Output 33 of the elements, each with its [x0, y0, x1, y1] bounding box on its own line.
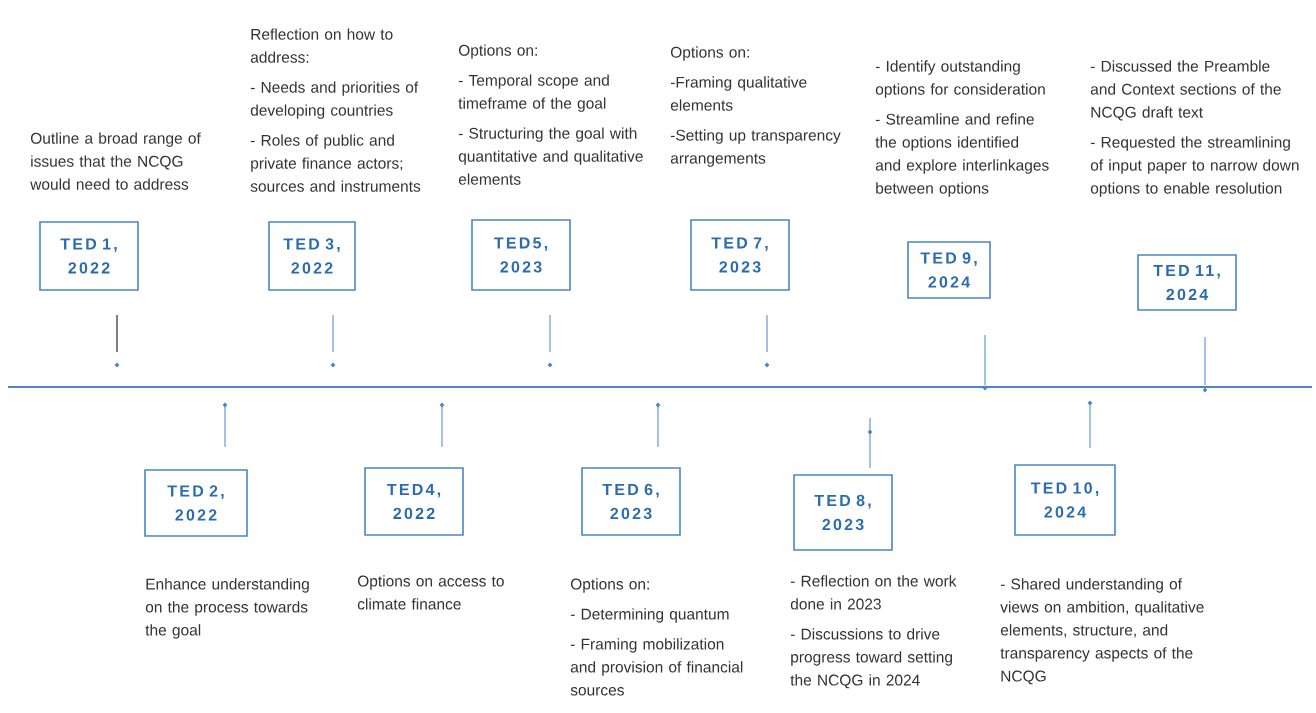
description-text: -Framing qualitative elements [670, 76, 807, 111]
description-text: Reflection on how to address: [250, 28, 393, 63]
description-text: - Temporal scope and timeframe of the goal [458, 74, 609, 112]
description-text: - Structuring the goal with quantitative and qualitative elements [458, 127, 643, 185]
date-box: TED 9, 2024 [907, 241, 991, 299]
description-text: Options on: [670, 46, 749, 61]
date-box: TED 6, 2023 [581, 467, 681, 536]
date-box: TED 2, 2022 [144, 469, 248, 537]
description-text: - Roles of public and private finance actors; sources and instruments [250, 134, 421, 192]
description-text: - Requested the streamlining of input paper to narrow down options to enable resolution [1090, 136, 1299, 197]
date-box: TED 10, 2024 [1014, 464, 1116, 536]
date-box: TED 8, 2023 [793, 474, 893, 551]
description-text: - Discussions to drive progress toward setting the NCQG in 2024 [790, 628, 952, 689]
description-text: Enhance understanding on the process towards the goal [145, 578, 309, 639]
description-text: Outline a broad range of issues that the NCQG would need to address [30, 132, 201, 190]
description-text: - Shared understanding of views on ambition, qualitative elements, structure, and transparency aspects of the NCQG [1000, 578, 1204, 685]
date-box: TED 3, 2022 [268, 221, 356, 291]
date-box: TED 1, 2022 [39, 221, 139, 291]
description-text: - Identify outstanding options for consideration [875, 60, 1045, 98]
description-text: - Streamline and refine the options identified and explore interlinkages between options [875, 113, 1049, 197]
description-text: - Needs and priorities of developing countries [250, 81, 419, 119]
date-box: TED 11, 2024 [1137, 254, 1237, 311]
description-text: - Framing mobilization and provision of financial sources [570, 638, 743, 696]
date-box: TED 7, 2023 [690, 219, 790, 291]
date-box: TED4, 2022 [364, 467, 464, 536]
description-text: Options on: [570, 578, 649, 593]
description-text: Options on access to climate finance [357, 575, 504, 610]
description-text: - Determining quantum [570, 608, 729, 623]
description-text: -Setting up transparency arrangements [670, 129, 841, 167]
description-text: Options on: [458, 44, 537, 59]
date-box: TED5, 2023 [471, 219, 571, 291]
description-text: - Reflection on the work done in 2023 [790, 575, 957, 610]
description-text: - Discussed the Preamble and Context sections of the NCQG draft text [1090, 60, 1281, 121]
